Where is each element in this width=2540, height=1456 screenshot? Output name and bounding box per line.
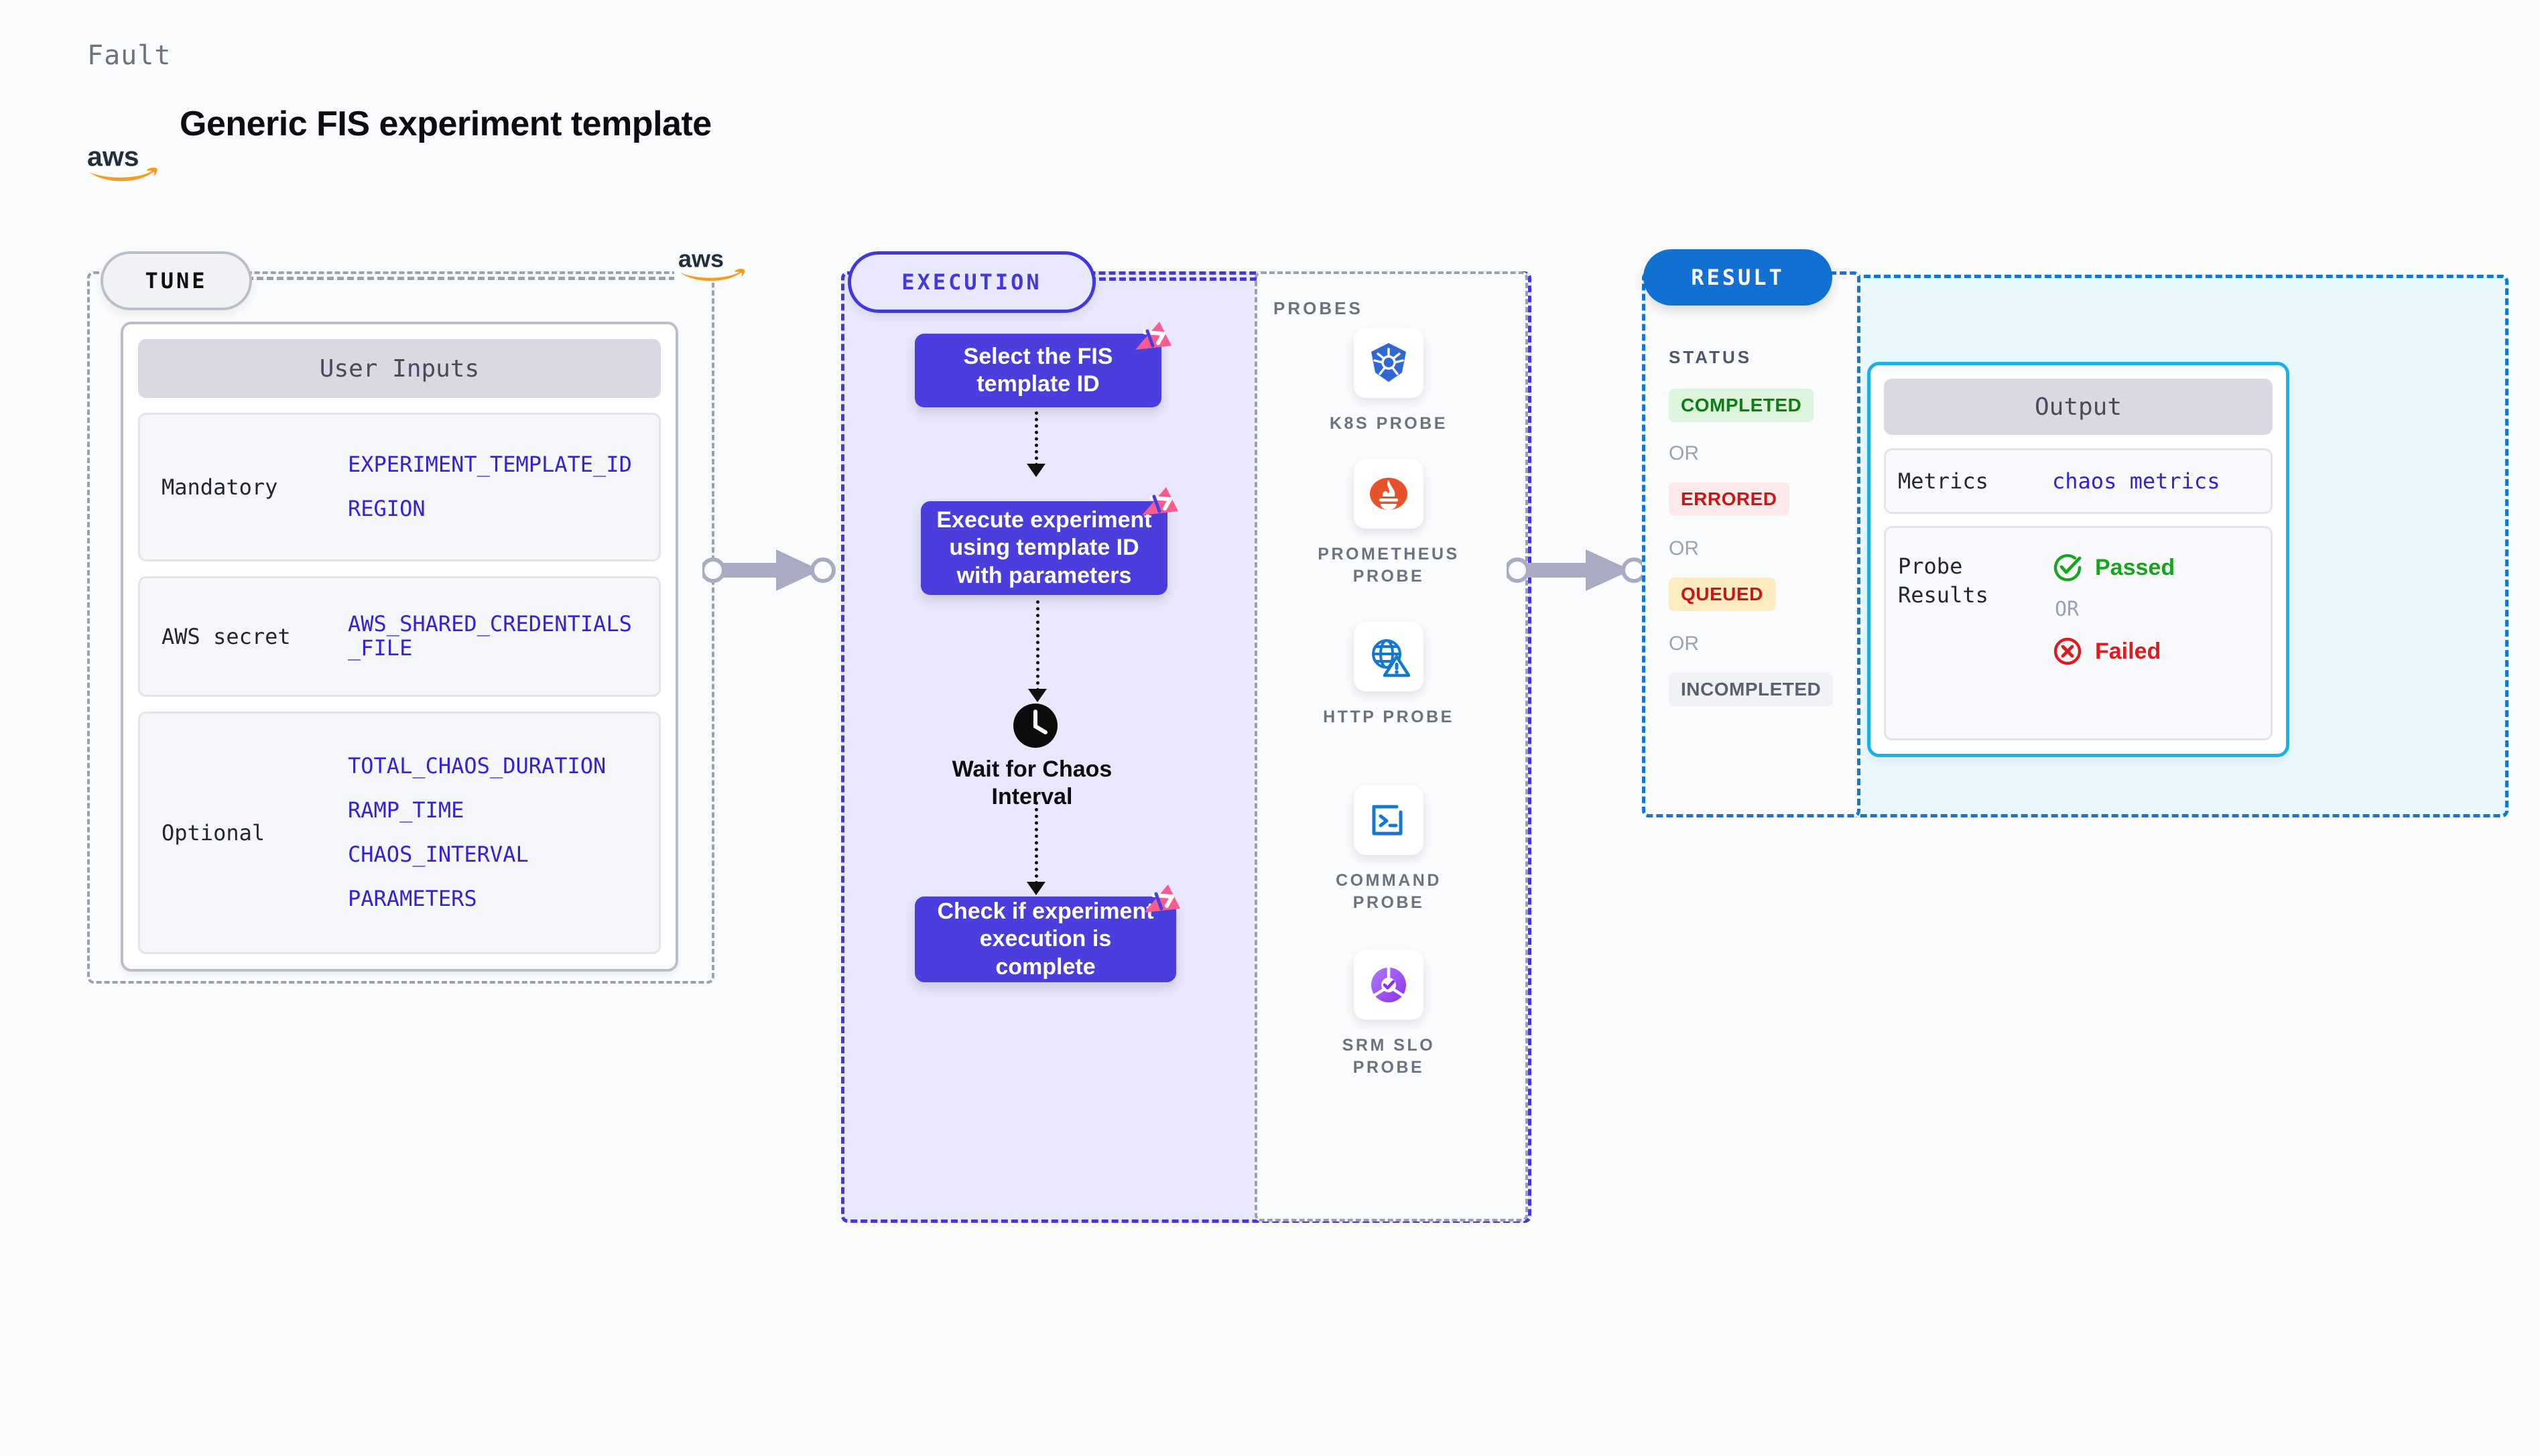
input-row-mandatory: Mandatory EXPERIMENT_TEMPLATE_ID REGION bbox=[138, 413, 661, 561]
probe-item-http[interactable]: HTTP PROBE bbox=[1308, 622, 1469, 728]
status-badge-errored: ERRORED bbox=[1669, 482, 1789, 516]
execution-step-check-complete[interactable]: Check if experiment execution is complet… bbox=[915, 897, 1176, 982]
kubernetes-icon bbox=[1354, 328, 1423, 398]
output-title: Output bbox=[1884, 379, 2273, 435]
tune-dashed-connector bbox=[247, 277, 676, 280]
input-row-aws-secret: AWS secret AWS_SHARED_CREDENTIALS _FILE bbox=[138, 576, 661, 697]
flow-arrow bbox=[1036, 600, 1039, 691]
eyebrow-label: Fault bbox=[87, 40, 172, 71]
user-inputs-title: User Inputs bbox=[138, 339, 661, 398]
input-row-values: AWS_SHARED_CREDENTIALS _FILE bbox=[348, 612, 632, 661]
input-value: REGION bbox=[348, 496, 426, 521]
or-separator: OR bbox=[2055, 598, 2080, 621]
status-badge-incompleted: INCOMPLETED bbox=[1669, 673, 1834, 706]
probe-item-prometheus[interactable]: PROMETHEUS PROBE bbox=[1308, 459, 1469, 587]
execution-pill[interactable]: EXECUTION bbox=[848, 251, 1096, 313]
input-row-values: TOTAL_CHAOS_DURATION RAMP_TIME CHAOS_INT… bbox=[348, 754, 606, 911]
execution-step-execute-experiment[interactable]: Execute experiment using template ID wit… bbox=[921, 501, 1167, 595]
metrics-value: chaos metrics bbox=[2052, 468, 2220, 494]
result-status-group bbox=[1642, 271, 1860, 817]
connector-tune-to-execution bbox=[702, 531, 836, 611]
brand-row: aws Generic FIS experiment template bbox=[87, 80, 712, 182]
probe-results-values: Passed OR Failed bbox=[2052, 552, 2175, 738]
input-value: CHAOS_INTERVAL bbox=[348, 842, 529, 867]
input-row-label: Optional bbox=[162, 820, 265, 846]
svg-text:aws: aws bbox=[678, 247, 724, 273]
probe-item-k8s[interactable]: K8S PROBE bbox=[1308, 328, 1469, 435]
page-title: Generic FIS experiment template bbox=[180, 104, 712, 143]
input-value: RAMP_TIME bbox=[348, 797, 464, 823]
probe-result-failed-label: Failed bbox=[2095, 638, 2161, 664]
prometheus-icon bbox=[1354, 459, 1423, 529]
status-badge-queued: QUEUED bbox=[1669, 578, 1775, 611]
clock-icon bbox=[1012, 702, 1059, 749]
input-value: EXPERIMENT_TEMPLATE_ID bbox=[348, 452, 632, 478]
input-value: AWS_SHARED_CREDENTIALS _FILE bbox=[348, 611, 632, 661]
execution-dashed-connector bbox=[1089, 277, 1257, 281]
check-circle-icon bbox=[2052, 552, 2083, 583]
input-row-label: Mandatory bbox=[162, 474, 278, 500]
probe-item-srm-slo[interactable]: SRM SLO PROBE bbox=[1308, 950, 1469, 1078]
input-row-optional: Optional TOTAL_CHAOS_DURATION RAMP_TIME … bbox=[138, 712, 661, 954]
aws-logo: aws bbox=[87, 142, 162, 182]
probe-result-passed: Passed bbox=[2052, 552, 2175, 583]
result-pill[interactable]: RESULT bbox=[1643, 249, 1832, 306]
input-value: TOTAL_CHAOS_DURATION bbox=[348, 753, 607, 779]
flow-arrowhead-icon bbox=[1027, 464, 1045, 477]
connector-execution-to-result bbox=[1507, 531, 1647, 611]
probes-group bbox=[1255, 271, 1528, 1221]
execution-step-select-template[interactable]: Select the FIS template ID bbox=[915, 334, 1161, 407]
srm-slo-icon bbox=[1354, 950, 1423, 1020]
input-row-values: EXPERIMENT_TEMPLATE_ID REGION bbox=[348, 452, 632, 521]
svg-text:aws: aws bbox=[87, 142, 139, 172]
flow-arrowhead-icon bbox=[1028, 689, 1047, 702]
tune-pill[interactable]: TUNE bbox=[101, 251, 252, 310]
metrics-key: Metrics bbox=[1898, 468, 1988, 494]
terminal-icon bbox=[1354, 785, 1423, 855]
page-header: Fault aws Generic FIS experiment templat… bbox=[87, 40, 712, 182]
output-card: Output Metrics chaos metrics Probe Resul… bbox=[1867, 362, 2289, 757]
status-badge-completed: COMPLETED bbox=[1669, 389, 1814, 422]
probe-label: HTTP PROBE bbox=[1323, 708, 1454, 726]
flow-arrow bbox=[1035, 801, 1038, 884]
input-row-label: AWS secret bbox=[162, 624, 291, 649]
probes-section-label: PROBES bbox=[1273, 298, 1363, 318]
status-section-label: STATUS bbox=[1669, 347, 1753, 367]
probe-label: PROMETHEUS PROBE bbox=[1318, 545, 1460, 586]
output-row-probe-results: Probe Results Passed OR bbox=[1884, 526, 2273, 740]
flow-arrowhead-icon bbox=[1027, 882, 1045, 895]
flow-arrow bbox=[1035, 411, 1038, 466]
or-separator: OR bbox=[1669, 537, 1699, 559]
output-row-metrics: Metrics chaos metrics bbox=[1884, 448, 2273, 514]
probe-label: SRM SLO PROBE bbox=[1342, 1036, 1436, 1077]
probe-item-command[interactable]: COMMAND PROBE bbox=[1308, 785, 1469, 913]
aws-logo: aws bbox=[674, 247, 755, 283]
probe-results-key: Probe Results bbox=[1898, 553, 1988, 608]
or-separator: OR bbox=[1669, 633, 1699, 655]
x-circle-icon bbox=[2052, 636, 2083, 667]
probe-label: COMMAND PROBE bbox=[1336, 871, 1442, 912]
or-separator: OR bbox=[1669, 442, 1699, 464]
input-value: PARAMETERS bbox=[348, 885, 477, 911]
probe-label: K8S PROBE bbox=[1330, 414, 1448, 433]
wait-for-chaos-interval-label: Wait for Chaos Interval bbox=[952, 756, 1113, 810]
probe-result-passed-label: Passed bbox=[2095, 554, 2175, 580]
user-inputs-card: User Inputs Mandatory EXPERIMENT_TEMPLAT… bbox=[121, 322, 678, 972]
probe-result-failed: Failed bbox=[2052, 636, 2175, 667]
http-globe-warning-icon bbox=[1354, 622, 1423, 691]
